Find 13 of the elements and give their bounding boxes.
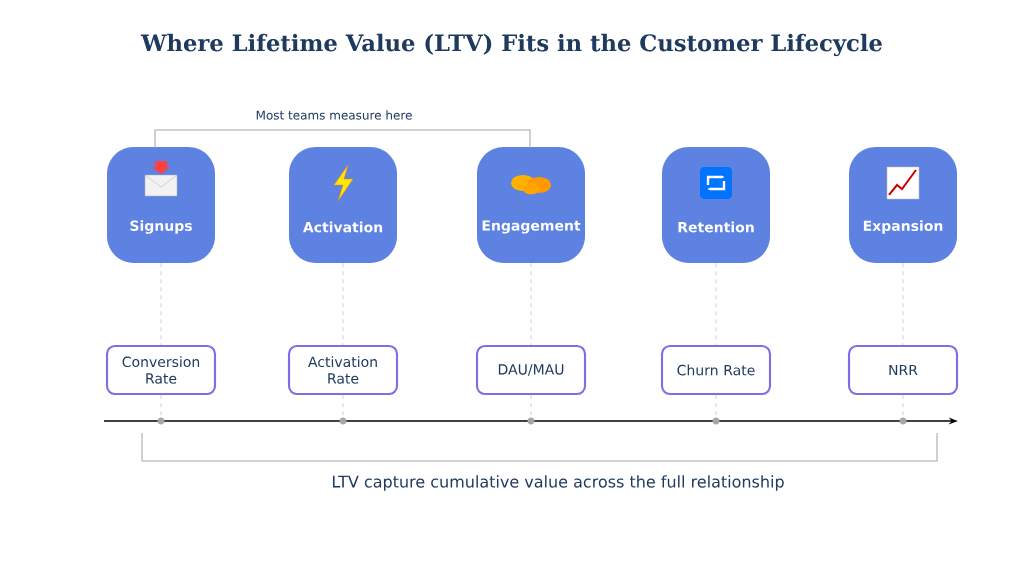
bracket-label: LTV capture cumulative value across the full relationship [333, 475, 784, 491]
bracket-label: Most teams measure here [256, 110, 412, 120]
stage-card: Retention [662, 147, 770, 263]
metric-box: NRR [847, 344, 959, 396]
metric-box: Activation Rate [287, 344, 399, 396]
metric-box: DAU/MAU [475, 344, 587, 396]
stage-card: Activation [289, 147, 397, 263]
stage-card: Expansion [849, 147, 957, 263]
title: Where Lifetime Value (LTV) Fits in the Customer Lifecycle [140, 33, 882, 57]
stage-card: Engagement [477, 147, 585, 263]
stage-card: Signups [107, 147, 215, 263]
metric-box: Churn Rate [660, 344, 772, 396]
metric-box: Conversion Rate [105, 344, 217, 396]
